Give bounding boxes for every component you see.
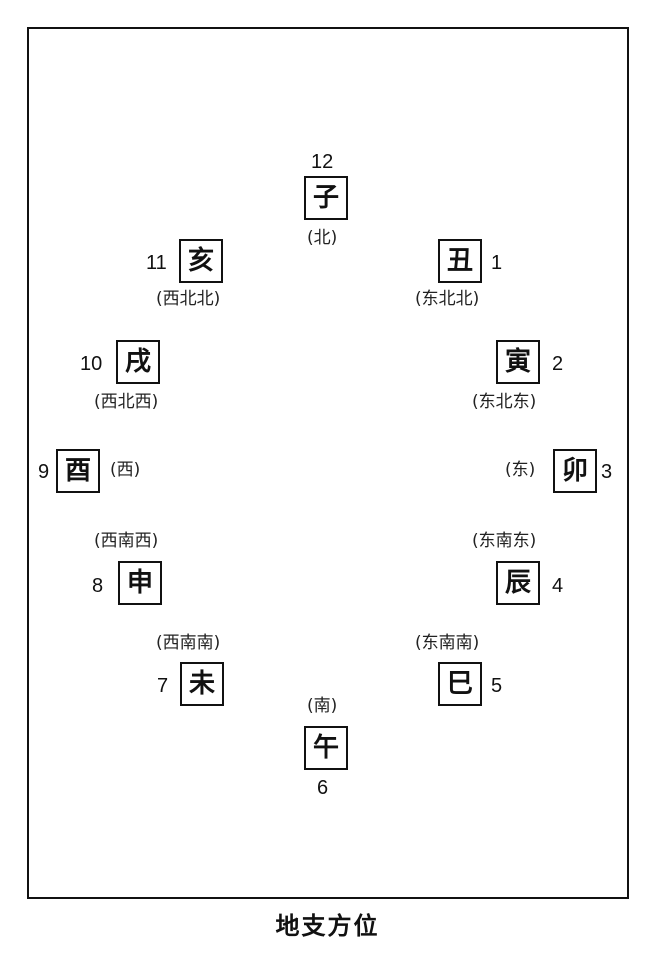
diagram-frame bbox=[27, 27, 629, 899]
branch-box-chou: 丑 bbox=[438, 239, 482, 283]
branch-number-3: 3 bbox=[601, 461, 613, 483]
branch-number-9: 9 bbox=[38, 461, 50, 483]
direction-label-wnw: (西北西) bbox=[94, 392, 159, 412]
diagram-caption: 地支方位 bbox=[275, 912, 380, 940]
direction-label-ese: (东南东) bbox=[472, 531, 537, 551]
branch-box-xu: 戌 bbox=[116, 340, 160, 384]
branch-box-mao: 卯 bbox=[553, 449, 597, 493]
direction-label-sse: (东南南) bbox=[415, 633, 480, 653]
branch-box-si: 巳 bbox=[438, 662, 482, 706]
direction-label-ssw: (西南南) bbox=[156, 633, 221, 653]
direction-label-east: (东) bbox=[505, 460, 536, 480]
branch-number-10: 10 bbox=[80, 353, 103, 375]
branch-box-wei: 未 bbox=[180, 662, 224, 706]
branch-box-chen: 辰 bbox=[496, 561, 540, 605]
branch-box-zi: 子 bbox=[304, 176, 348, 220]
branch-number-4: 4 bbox=[552, 575, 564, 597]
branch-number-2: 2 bbox=[552, 353, 564, 375]
direction-label-nnw: (西北北) bbox=[156, 289, 221, 309]
direction-label-north: (北) bbox=[307, 228, 338, 248]
direction-label-nne: (东北北) bbox=[415, 289, 480, 309]
branch-number-7: 7 bbox=[157, 675, 169, 697]
branch-box-yin: 寅 bbox=[496, 340, 540, 384]
direction-label-south: (南) bbox=[307, 696, 338, 716]
branch-number-12: 12 bbox=[311, 151, 334, 173]
branch-box-wu: 午 bbox=[304, 726, 348, 770]
branch-box-hai: 亥 bbox=[179, 239, 223, 283]
branch-number-5: 5 bbox=[491, 675, 503, 697]
branch-number-1: 1 bbox=[491, 252, 503, 274]
direction-label-ene: (东北东) bbox=[472, 392, 537, 412]
branch-number-8: 8 bbox=[92, 575, 104, 597]
branch-box-shen: 申 bbox=[118, 561, 162, 605]
direction-label-wsw: (西南西) bbox=[94, 531, 159, 551]
direction-label-west: (西) bbox=[110, 460, 141, 480]
branch-box-you: 酉 bbox=[56, 449, 100, 493]
branch-number-6: 6 bbox=[317, 777, 329, 799]
branch-number-11: 11 bbox=[146, 252, 167, 274]
